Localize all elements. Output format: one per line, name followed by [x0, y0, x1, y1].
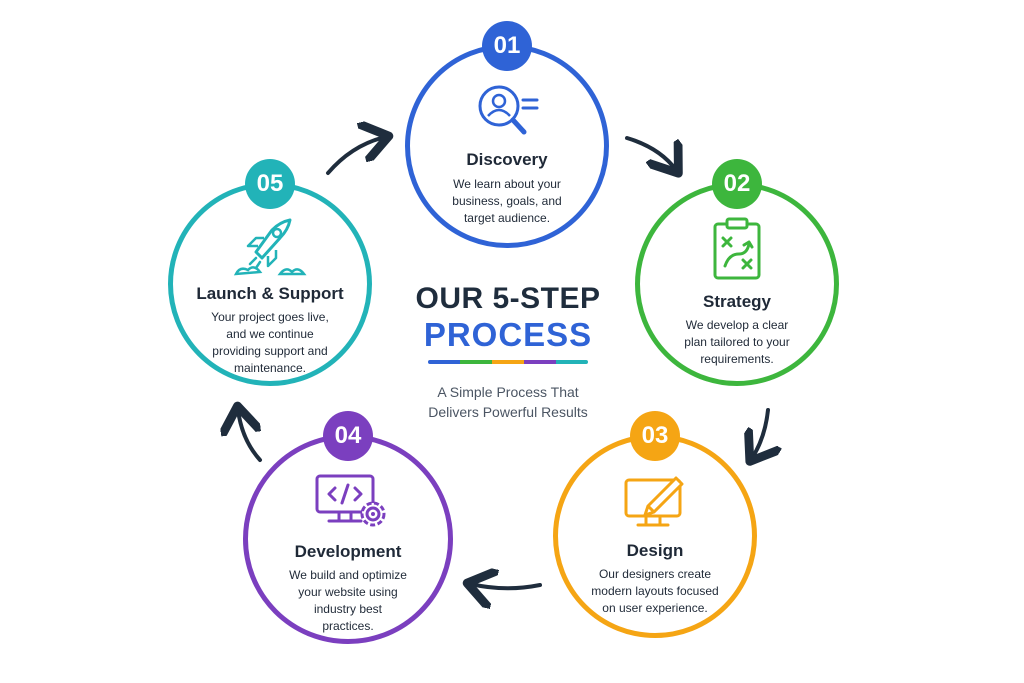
- step-design: 03 Design Our designers create modern la…: [553, 411, 757, 638]
- desc-line: Our designers create: [598, 567, 712, 581]
- desc-line: Your project goes live,: [211, 310, 329, 324]
- code-monitor-gear-icon: [315, 474, 386, 527]
- heading-subtitle: A Simple Process That Delivers Powerful …: [398, 382, 618, 422]
- desc-line: We develop a clear: [685, 318, 789, 332]
- step-launch-support: 05 Launch & Support Your project goes li…: [168, 159, 372, 386]
- desc-line: plan tailored to your: [684, 335, 790, 349]
- step-title: Strategy: [702, 292, 772, 311]
- step-description: Our designers create modern layouts focu…: [575, 566, 735, 617]
- desc-line: practices.: [322, 619, 374, 633]
- desc-line: your website using: [298, 585, 398, 599]
- desc-line: modern layouts focused: [591, 584, 719, 598]
- desc-line: providing support and: [212, 344, 328, 358]
- rocket-icon: [233, 218, 307, 276]
- desc-line: requirements.: [700, 352, 774, 366]
- step-title: Design: [626, 541, 684, 560]
- desc-line: maintenance.: [233, 361, 307, 375]
- step-number-badge: 03: [630, 411, 680, 461]
- step-ring: [405, 44, 609, 248]
- desc-line: We build and optimize: [289, 568, 407, 582]
- step-number-badge: 04: [323, 411, 373, 461]
- heading-line-1: OUR 5-STEP: [415, 282, 601, 315]
- step-description: We develop a clear plan tailored to your…: [662, 317, 812, 368]
- subtitle-line: Delivers Powerful Results: [428, 404, 588, 420]
- desc-line: industry best: [313, 602, 383, 616]
- color-bar: [428, 360, 588, 364]
- step-description: Your project goes live, and we continue …: [195, 309, 345, 377]
- process-heading: OUR 5-STEP PROCESS A Simple Process That…: [398, 282, 618, 422]
- step-title: Discovery: [466, 150, 548, 169]
- desc-line: We learn about your: [453, 177, 561, 191]
- heading-line-2: PROCESS: [423, 316, 593, 353]
- step-title: Development: [294, 542, 402, 561]
- strategy-clipboard-icon: [713, 217, 761, 280]
- subtitle-line: A Simple Process That: [437, 384, 579, 400]
- step-discovery: 01 Discovery We learn about your busines…: [405, 21, 609, 248]
- step-number-badge: 01: [482, 21, 532, 71]
- step-number-badge: 05: [245, 159, 295, 209]
- step-strategy: 02 Strategy We develop a clear plan tail…: [635, 159, 839, 386]
- step-title: Launch & Support: [196, 284, 344, 303]
- desc-line: target audience.: [463, 211, 551, 225]
- step-description: We build and optimize your website using…: [273, 567, 423, 635]
- step-ring: [635, 182, 839, 386]
- desc-line: business, goals, and: [452, 194, 562, 208]
- desc-line: on user experience.: [602, 601, 708, 615]
- step-development: 04 Development We build and optimize you…: [243, 411, 453, 644]
- monitor-pen-icon: [624, 476, 684, 527]
- desc-line: and we continue: [226, 327, 314, 341]
- step-description: We learn about your business, goals, and…: [432, 176, 582, 227]
- step-number-badge: 02: [712, 159, 762, 209]
- user-search-icon: [478, 85, 539, 135]
